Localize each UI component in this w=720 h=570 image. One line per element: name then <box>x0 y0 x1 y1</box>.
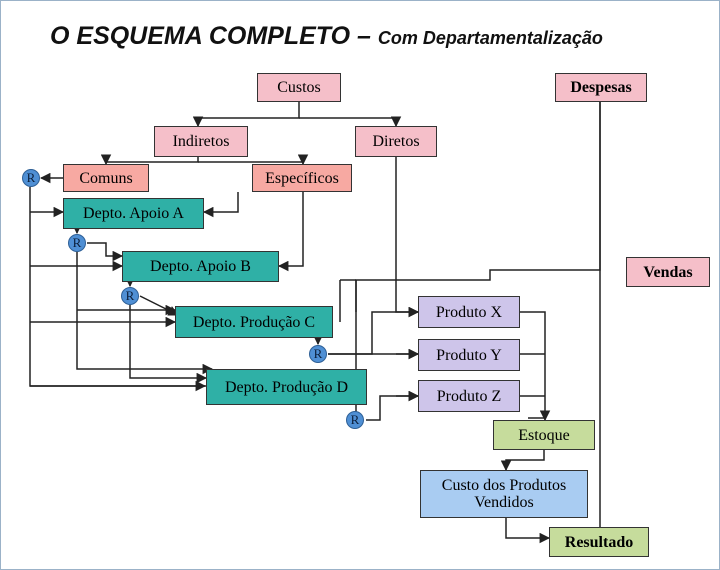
box-diretos: Diretos <box>355 126 437 157</box>
box-vendas: Vendas <box>626 257 710 287</box>
box-resultado: Resultado <box>549 527 649 557</box>
box-custo-produtos-vendidos: Custo dos Produtos Vendidos <box>420 470 588 518</box>
box-produto-y: Produto Y <box>418 339 520 371</box>
rateio-circle-producao-c: R <box>309 345 327 363</box>
box-custos: Custos <box>257 73 341 102</box>
box-depto-producao-c: Depto. Produção C <box>175 306 333 338</box>
rateio-circle-apoio-a: R <box>68 234 86 252</box>
box-especificos: Específicos <box>252 164 352 192</box>
box-produto-z: Produto Z <box>418 380 520 412</box>
rateio-circle-comuns: R <box>22 169 40 187</box>
box-despesas: Despesas <box>555 73 647 102</box>
box-indiretos: Indiretos <box>154 126 248 157</box>
box-estoque: Estoque <box>493 420 595 450</box>
box-produto-x: Produto X <box>418 296 520 328</box>
box-comuns: Comuns <box>63 164 149 192</box>
rateio-circle-producao-d: R <box>346 411 364 429</box>
box-depto-apoio-b: Depto. Apoio B <box>122 251 279 282</box>
box-depto-apoio-a: Depto. Apoio A <box>63 198 204 229</box>
rateio-circle-apoio-b: R <box>121 287 139 305</box>
box-depto-producao-d: Depto. Produção D <box>206 369 367 405</box>
